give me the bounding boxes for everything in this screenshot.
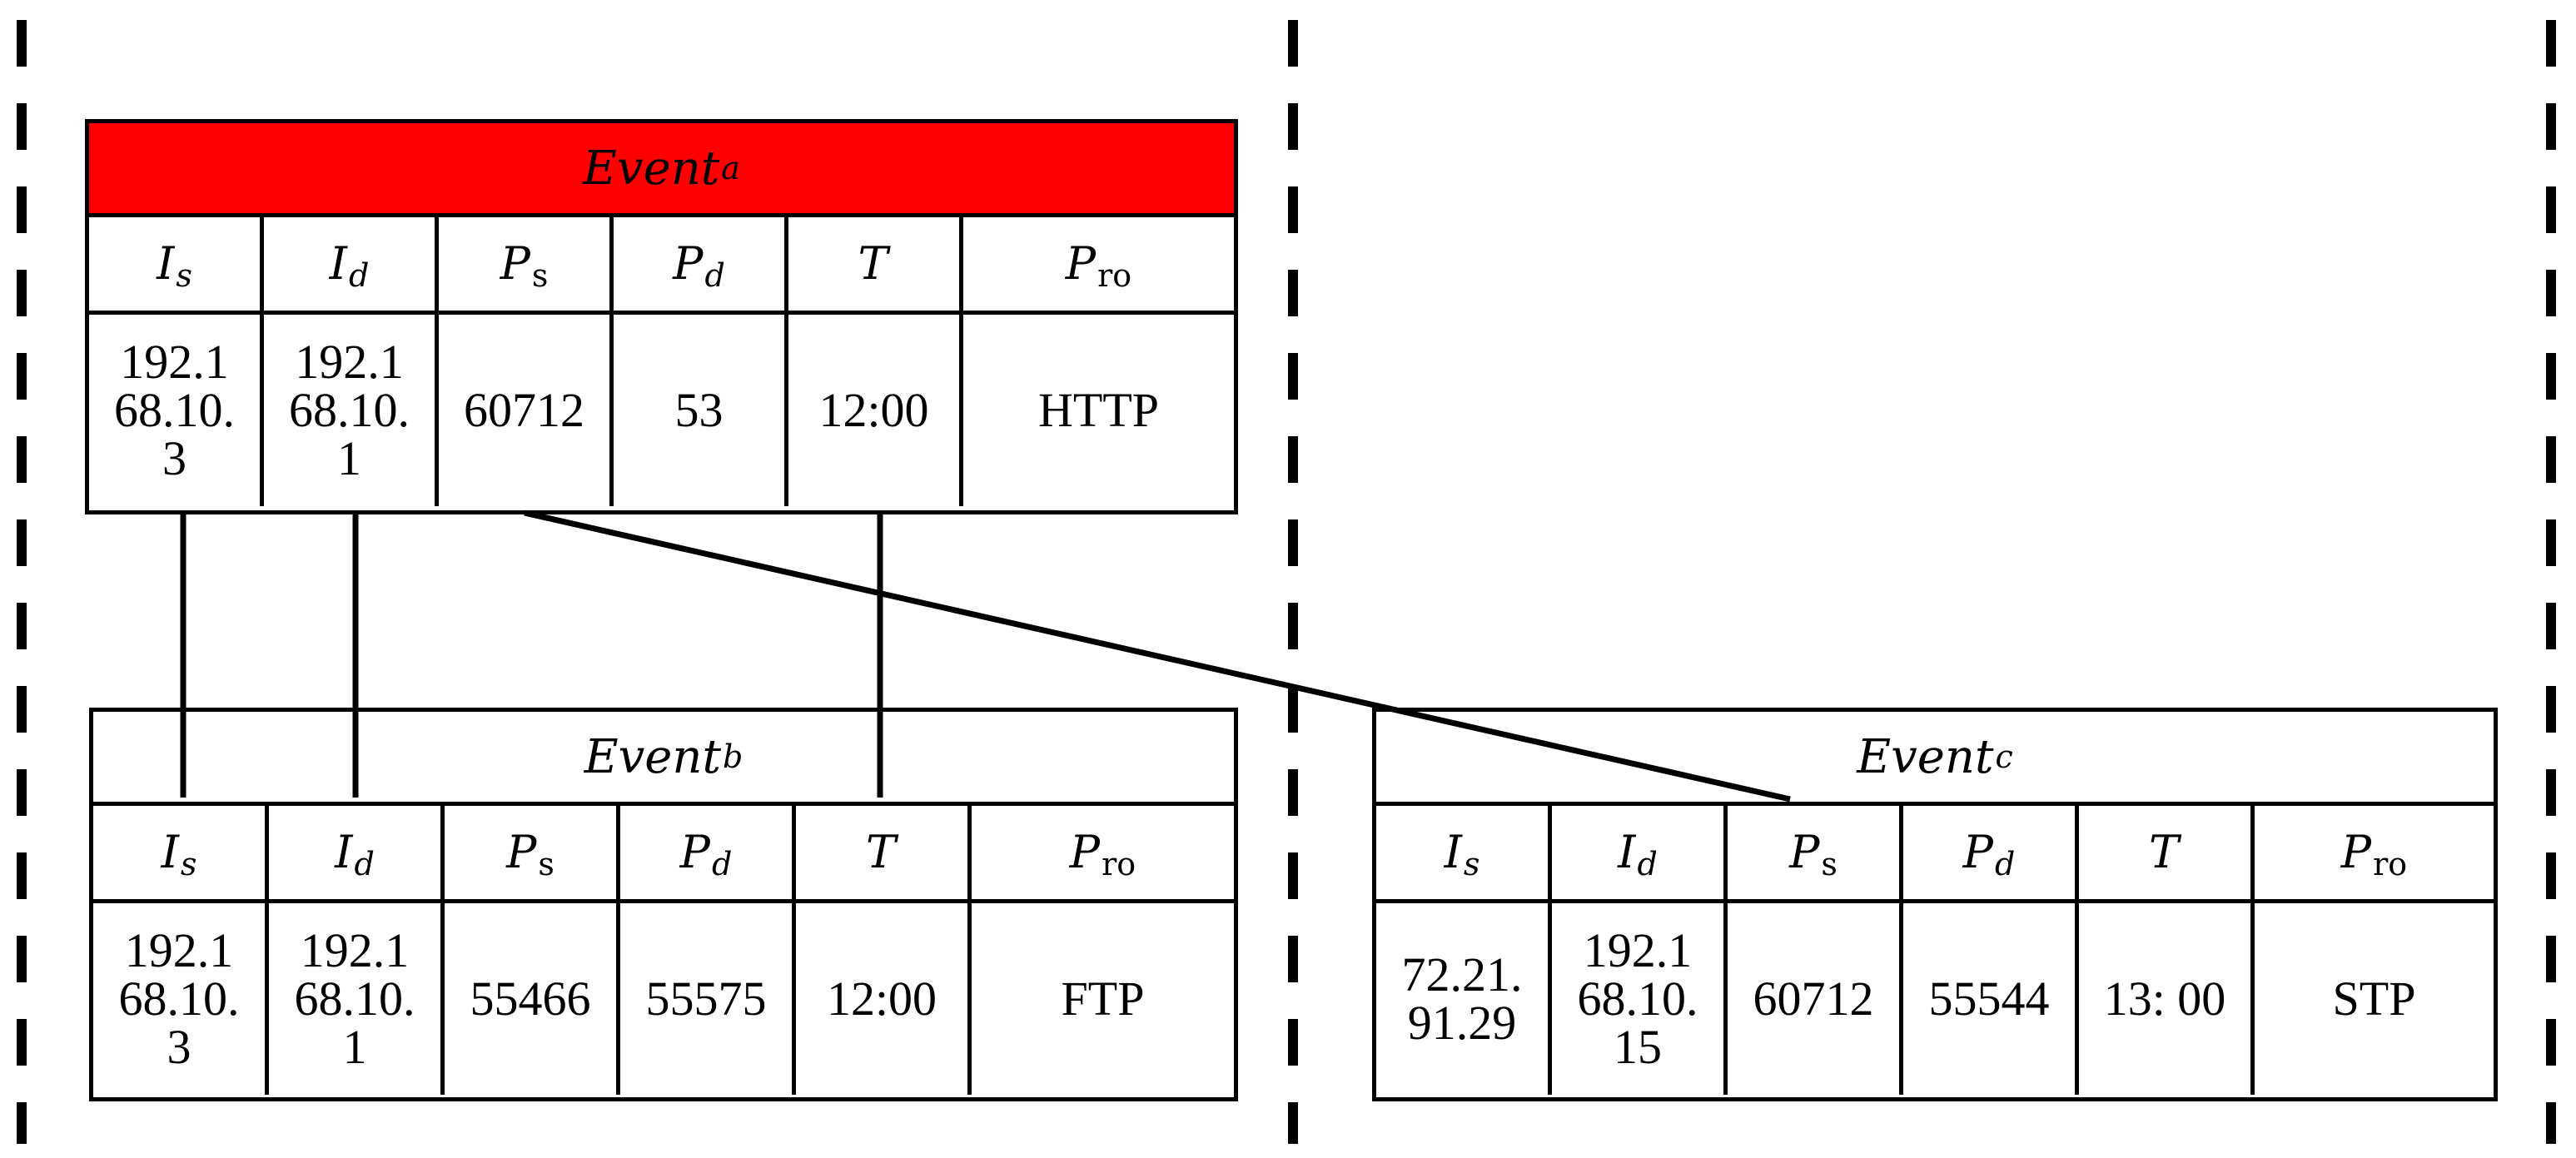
event-c-value-id: 192.1 68.10. 15 — [1552, 903, 1728, 1095]
event-b-value-id: 192.1 68.10. 1 — [269, 903, 445, 1095]
event-a-value-id: 192.1 68.10. 1 — [264, 315, 439, 506]
event-c-value-row: 72.21. 91.29 192.1 68.10. 15 60712 55544… — [1376, 903, 2494, 1095]
dashed-divider-right — [2546, 20, 2556, 1144]
event-b-title-base: Event — [584, 729, 721, 784]
event-b-value-pd: 55575 — [620, 903, 796, 1095]
event-a-value-row: 192.1 68.10. 3 192.1 68.10. 1 60712 53 1… — [89, 315, 1234, 506]
event-c-value-is: 72.21. 91.29 — [1376, 903, 1552, 1095]
event-c-value-pro: STP — [2332, 972, 2416, 1026]
event-c-title-sub: c — [1995, 738, 2013, 775]
event-b-header-t: T — [796, 806, 972, 899]
event-b-value-ps: 55466 — [445, 903, 620, 1095]
event-b-value-row: 192.1 68.10. 3 192.1 68.10. 1 55466 5557… — [93, 903, 1234, 1095]
event-c-value-pd: 55544 — [1903, 903, 2079, 1095]
event-a-title-sub: a — [721, 150, 740, 186]
event-a-value-ps: 60712 — [439, 315, 614, 506]
event-b-value-is: 192.1 68.10. 3 — [93, 903, 269, 1095]
dashed-divider-middle — [1288, 20, 1298, 1144]
event-b-value-pro: FTP — [1061, 972, 1145, 1026]
event-c-value-ps: 60712 — [1728, 903, 1903, 1095]
event-c-value-t: 13: 00 — [2079, 903, 2255, 1095]
event-a-value-t: 12:00 — [788, 315, 963, 506]
event-b-title-sub: b — [722, 738, 743, 775]
event-c-title-base: Event — [1857, 729, 1994, 784]
event-c-header-t: T — [2079, 806, 2255, 899]
event-a-title-base: Event — [583, 141, 720, 196]
event-a-value-pd: 53 — [614, 315, 788, 506]
event-a-value-pro: HTTP — [1038, 383, 1159, 437]
dashed-divider-left — [17, 20, 27, 1144]
event-a-header-t: T — [788, 217, 963, 311]
event-a-value-is: 192.1 68.10. 3 — [89, 315, 264, 506]
event-b-value-t: 12:00 — [796, 903, 972, 1095]
